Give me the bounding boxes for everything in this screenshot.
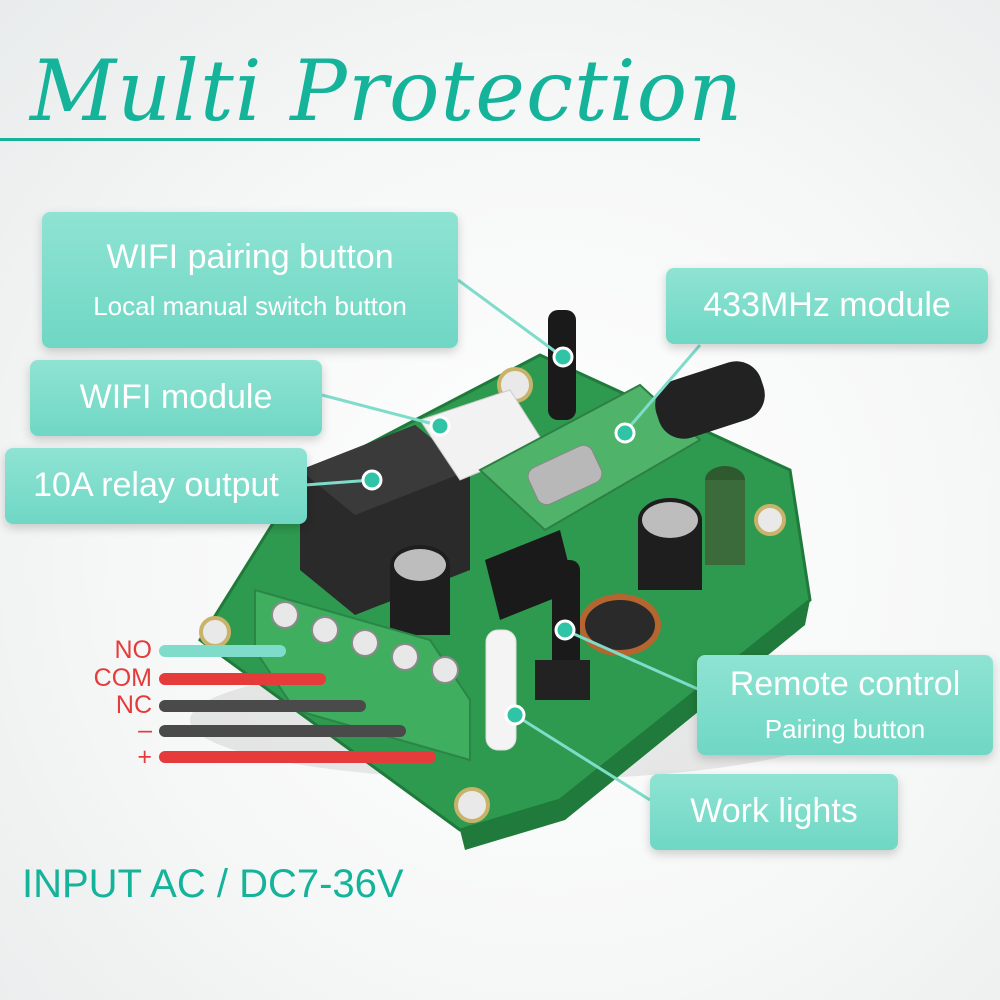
work-lights-label: Work lights [650,774,898,850]
wire-label-no: NO [114,636,153,664]
relay-output-label: 10A relay output [5,448,307,524]
capacitor-left-top [394,549,446,581]
capacitor-small-body [705,480,745,565]
leader-lines [304,278,702,802]
antenna-coil [655,361,765,439]
rf-module-label: 433MHz module [666,268,988,344]
terminal-screw [431,656,459,684]
mounting-hole [454,787,490,823]
terminal-screw [311,616,339,644]
crystal-oscillator [527,444,603,506]
capacitor-top [642,502,698,538]
relay-top [300,425,470,515]
terminal-screw [391,643,419,671]
work-lights-text: Work lights [690,792,858,830]
remote-control-text: Remote control [729,665,961,703]
wifi-module-text: WIFI module [79,378,273,416]
mounting-hole [754,504,786,536]
wifi-pairing-label: WIFI pairing button Local manual switch … [42,212,458,348]
relay-output-text: 10A relay output [33,466,279,504]
wire-label-positive: + [137,743,152,771]
remote-pairing-text: Pairing button [764,714,926,744]
wire-label-nc: NC [115,691,152,719]
work-light-led [485,629,517,751]
rf-module-text: 433MHz module [703,286,951,324]
wire-label-com: COM [93,664,152,692]
input-voltage-text: INPUT AC / DC7-36V [22,862,404,906]
remote-control-label: Remote control Pairing button [697,655,993,755]
wifi-module-label: WIFI module [30,360,322,436]
page-title: Multi Protection [30,42,744,140]
wifi-pairing-text: WIFI pairing button [106,238,394,276]
mounting-hole [199,616,231,648]
terminal-screw [271,601,299,629]
inductor [579,594,661,656]
wire-label-negative: – [138,716,152,744]
pointer-dots [361,346,636,726]
terminal-screw [351,629,379,657]
remote-button-base [535,660,590,700]
pcb-board-edge [460,600,810,850]
local-switch-text: Local manual switch button [93,291,407,321]
title-underline [0,138,700,141]
